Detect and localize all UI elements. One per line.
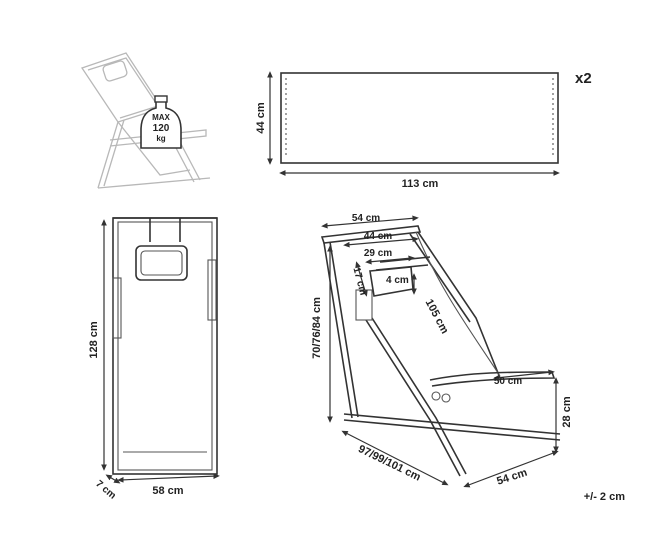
side-inner-width-dimension — [343, 236, 419, 248]
front-view-chair — [112, 217, 218, 475]
side-inner-width-label: 44 cm — [364, 231, 392, 242]
pillow-width-label: 29 cm — [364, 248, 392, 259]
side-base-width-dimension — [463, 450, 559, 488]
bar-height-label: 28 cm — [561, 396, 573, 427]
max-load-unit: kg — [156, 134, 165, 143]
front-height-label: 128 cm — [88, 321, 100, 359]
fabric-length-label: 105 cm — [423, 297, 451, 336]
side-depth-dimension — [341, 430, 449, 486]
front-depth-label: 7 cm — [93, 479, 118, 502]
side-top-width-label: 54 cm — [352, 213, 380, 224]
fabric-quantity-label: x2 — [575, 70, 592, 87]
front-width-dimension — [117, 473, 220, 483]
side-base-width-label: 54 cm — [495, 467, 529, 488]
max-load-value: 120 — [153, 123, 170, 134]
max-load-label: MAX — [152, 113, 170, 122]
side-top-width-dimension — [321, 215, 419, 229]
seat-height-label: 70/76/84 cm — [311, 297, 323, 359]
bar-width-dimension — [493, 369, 555, 381]
front-width-label: 58 cm — [152, 485, 183, 497]
fabric-panel — [280, 72, 559, 164]
pillow-depth-label: 4 cm — [386, 275, 409, 286]
bar-width-label: 50 cm — [494, 376, 522, 387]
max-load-weight-icon: MAX 120 kg — [140, 95, 182, 149]
front-depth-dimension — [105, 474, 121, 484]
pillow-height-label: 17 cm — [350, 266, 368, 296]
pillow-width-dimension — [365, 255, 415, 265]
tolerance-label: +/- 2 cm — [584, 491, 625, 503]
fabric-width-label: 113 cm — [402, 178, 439, 190]
side-depth-label: 97/99/101 cm — [356, 443, 422, 484]
pillow-height-dimension — [355, 261, 368, 297]
fabric-height-label: 44 cm — [255, 102, 267, 133]
